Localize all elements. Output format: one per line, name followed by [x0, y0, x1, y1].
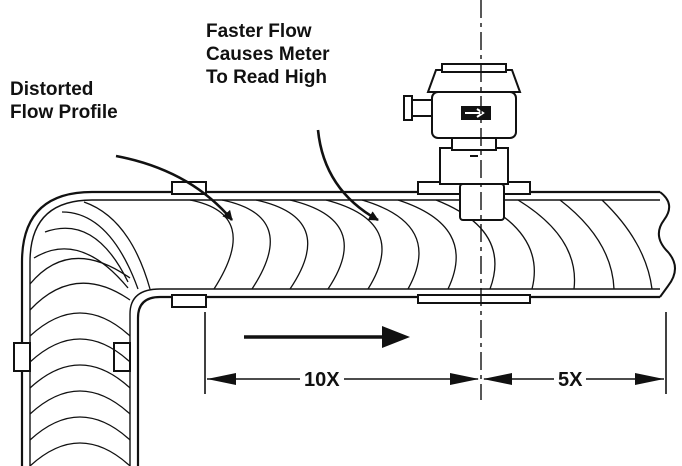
right-arrow-icon [461, 106, 491, 120]
faster-flow-label-line2: Causes Meter [206, 44, 330, 65]
distorted-callout-arrow [115, 154, 233, 221]
pipe-break-end [657, 191, 676, 298]
dimension-arrowheads [207, 373, 664, 385]
flow-direction-arrow [244, 326, 410, 348]
dimension-lines [204, 312, 667, 394]
upstream-dimension-label: 10X [300, 369, 344, 391]
flow-meter [403, 63, 531, 304]
distorted-flow-label: Distorted Flow Profile [10, 78, 118, 124]
elbow-flow-profile [33, 201, 151, 290]
riser-flange [13, 342, 131, 372]
riser-flow-profile [29, 257, 131, 466]
pipe-flow-profile [189, 199, 653, 290]
horizontal-pipe [180, 190, 660, 299]
pipe-flange [171, 181, 207, 308]
faster-flow-callout-arrow [316, 129, 379, 222]
downstream-dimension-label: 5X [554, 369, 587, 391]
faster-flow-label-line3: To Read High [206, 67, 328, 88]
distorted-flow-label-line1: Distorted [10, 79, 94, 100]
distorted-flow-label-line2: Flow Profile [10, 102, 118, 123]
elbow-pipe [20, 190, 180, 466]
faster-flow-label-line1: Faster Flow [206, 21, 312, 42]
faster-flow-label: Faster Flow Causes Meter To Read High [206, 20, 330, 89]
